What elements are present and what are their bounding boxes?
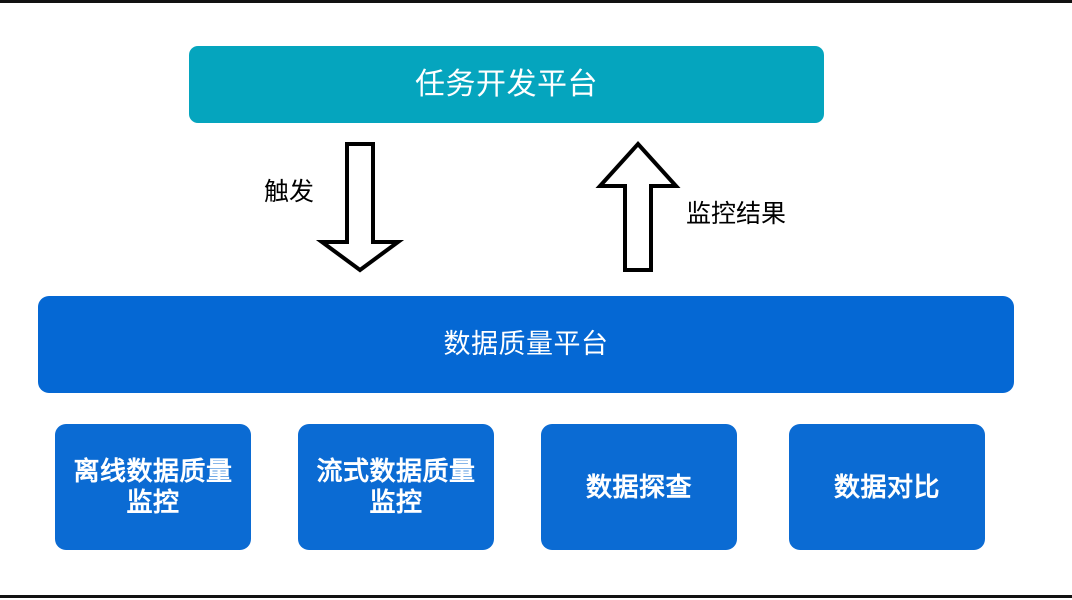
module-label: 数据对比 xyxy=(834,472,940,503)
module-streaming-data-quality-monitoring[interactable]: 流式数据质量 监控 xyxy=(298,424,494,550)
module-label: 数据探查 xyxy=(586,472,692,503)
node-task-development-platform-label: 任务开发平台 xyxy=(415,67,598,101)
bottom-divider-rule xyxy=(0,595,1072,598)
module-label-line1: 数据对比 xyxy=(833,471,940,502)
module-label-line2: 监控 xyxy=(369,487,423,517)
module-label-line1: 数据探查 xyxy=(585,471,692,502)
node-task-development-platform[interactable]: 任务开发平台 xyxy=(189,46,824,123)
module-label: 离线数据质量 监控 xyxy=(73,456,232,517)
module-label-line1: 流式数据质量 xyxy=(316,456,476,487)
module-label-line2: 监控 xyxy=(126,487,180,517)
flow-label-trigger: 触发 xyxy=(264,178,315,206)
arrow-down-trigger-icon xyxy=(315,142,405,273)
module-data-comparison[interactable]: 数据对比 xyxy=(789,424,985,550)
module-offline-data-quality-monitoring[interactable]: 离线数据质量 监控 xyxy=(55,424,251,550)
module-data-exploration[interactable]: 数据探查 xyxy=(541,424,737,550)
node-data-quality-platform-label: 数据质量平台 xyxy=(443,328,609,359)
module-label-line1: 离线数据质量 xyxy=(73,456,233,487)
node-data-quality-platform[interactable]: 数据质量平台 xyxy=(38,296,1014,393)
top-divider-rule xyxy=(0,0,1072,3)
flow-label-monitor-result: 监控结果 xyxy=(686,200,787,228)
arrow-up-monitor-result-icon xyxy=(595,141,681,272)
module-label: 流式数据质量 监控 xyxy=(316,456,475,517)
